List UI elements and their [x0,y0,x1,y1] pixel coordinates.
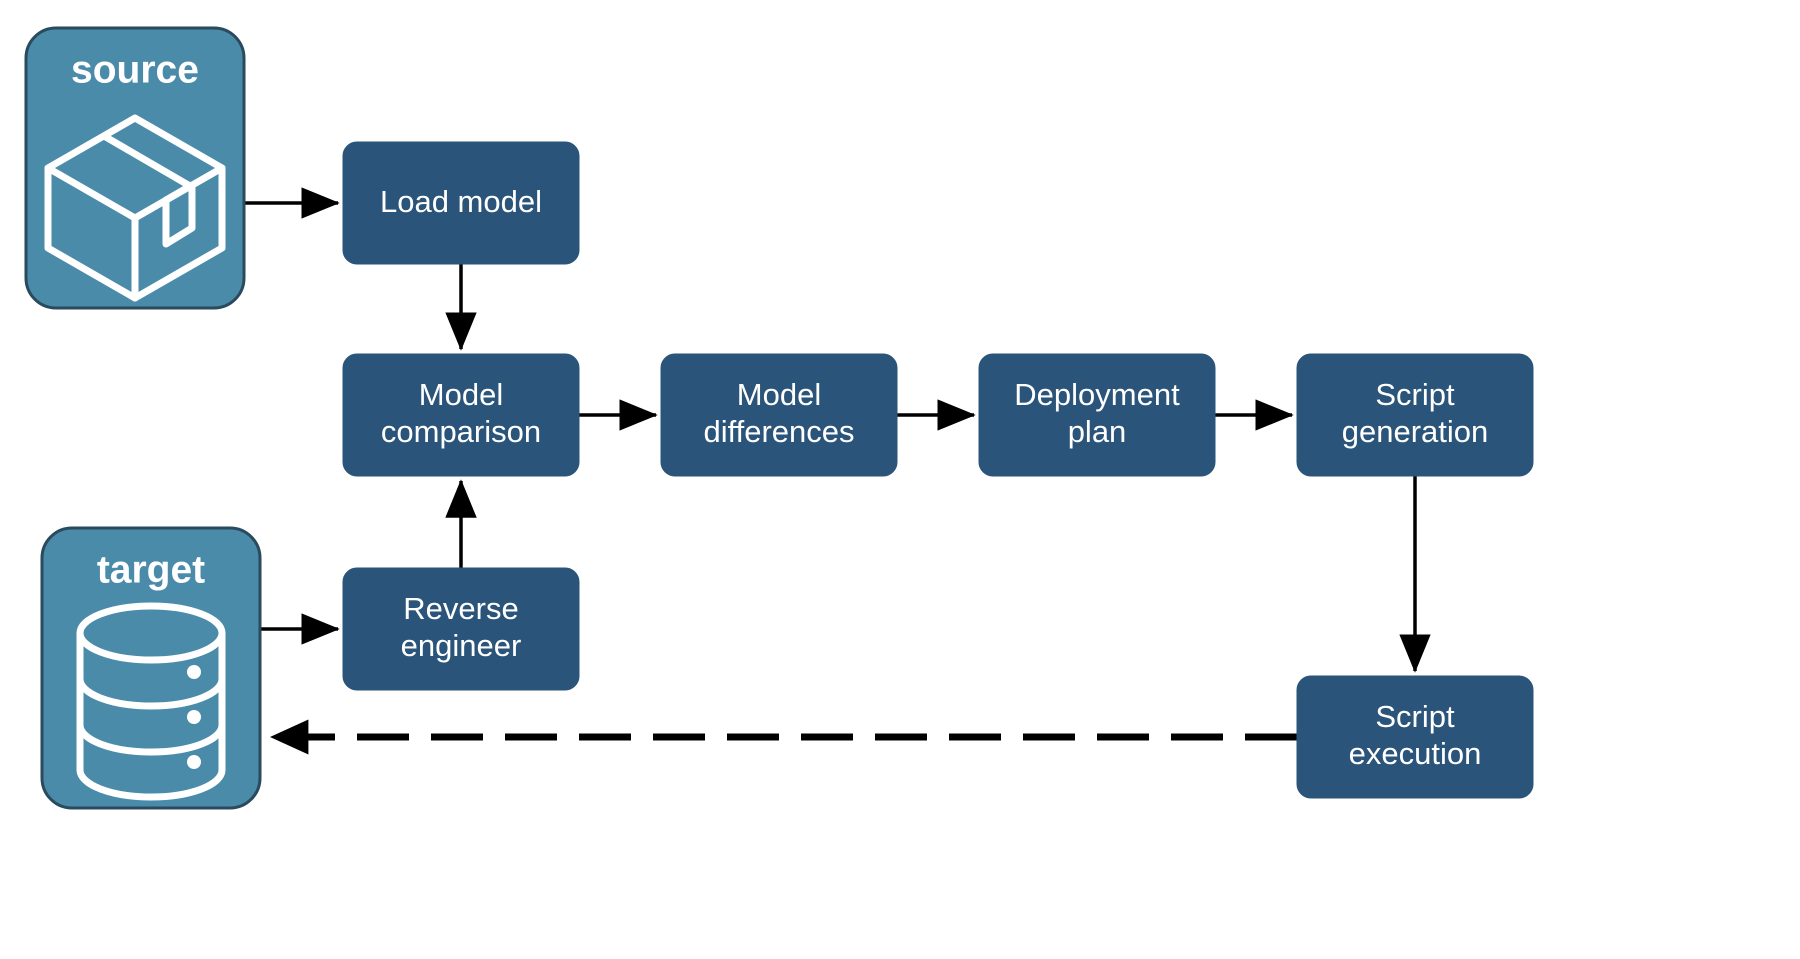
script-generation-label-line2: generation [1342,414,1489,449]
model-differences-label-line1: Model [737,377,821,412]
load-model-background [342,141,580,265]
process-model-comparison[interactable]: Model comparison [342,353,580,477]
model-comparison-label-line1: Model [419,377,503,412]
script-execution-label-line1: Script [1375,699,1455,734]
model-differences-background [660,353,898,477]
endpoint-source[interactable]: source [24,26,246,310]
model-comparison-label-line2: comparison [381,414,541,449]
deployment-plan-label-line1: Deployment [1014,377,1180,412]
process-load-model[interactable]: Load model [342,141,580,265]
source-card-background [24,26,246,310]
script-generation-label-line1: Script [1375,377,1455,412]
process-reverse-engineer[interactable]: Reverse engineer [342,567,580,691]
reverse-engineer-background [342,567,580,691]
model-differences-label-line2: differences [703,414,854,449]
model-comparison-background [342,353,580,477]
database-status-dot [187,755,201,769]
script-execution-background [1296,675,1534,799]
target-card-label: target [97,548,205,591]
process-script-execution[interactable]: Script execution [1296,675,1534,799]
connector-layer [244,187,1431,755]
script-generation-background [1296,353,1534,477]
endpoint-target[interactable]: target [40,526,262,810]
deployment-plan-background [978,353,1216,477]
database-status-dot [187,710,201,724]
process-script-generation[interactable]: Script generation [1296,353,1534,477]
database-cylinder-icon [76,602,226,801]
deployment-plan-label-line2: plan [1068,414,1127,449]
target-card-background [40,526,262,810]
reverse-engineer-label-line2: engineer [401,628,522,663]
script-execution-label-line2: execution [1349,736,1482,771]
database-status-dot [187,665,201,679]
process-model-differences[interactable]: Model differences [660,353,898,477]
load-model-label: Load model [380,184,542,219]
source-card-label: source [71,48,199,91]
process-deployment-plan[interactable]: Deployment plan [978,353,1216,477]
package-box-icon [44,114,226,302]
reverse-engineer-label-line1: Reverse [403,591,518,626]
